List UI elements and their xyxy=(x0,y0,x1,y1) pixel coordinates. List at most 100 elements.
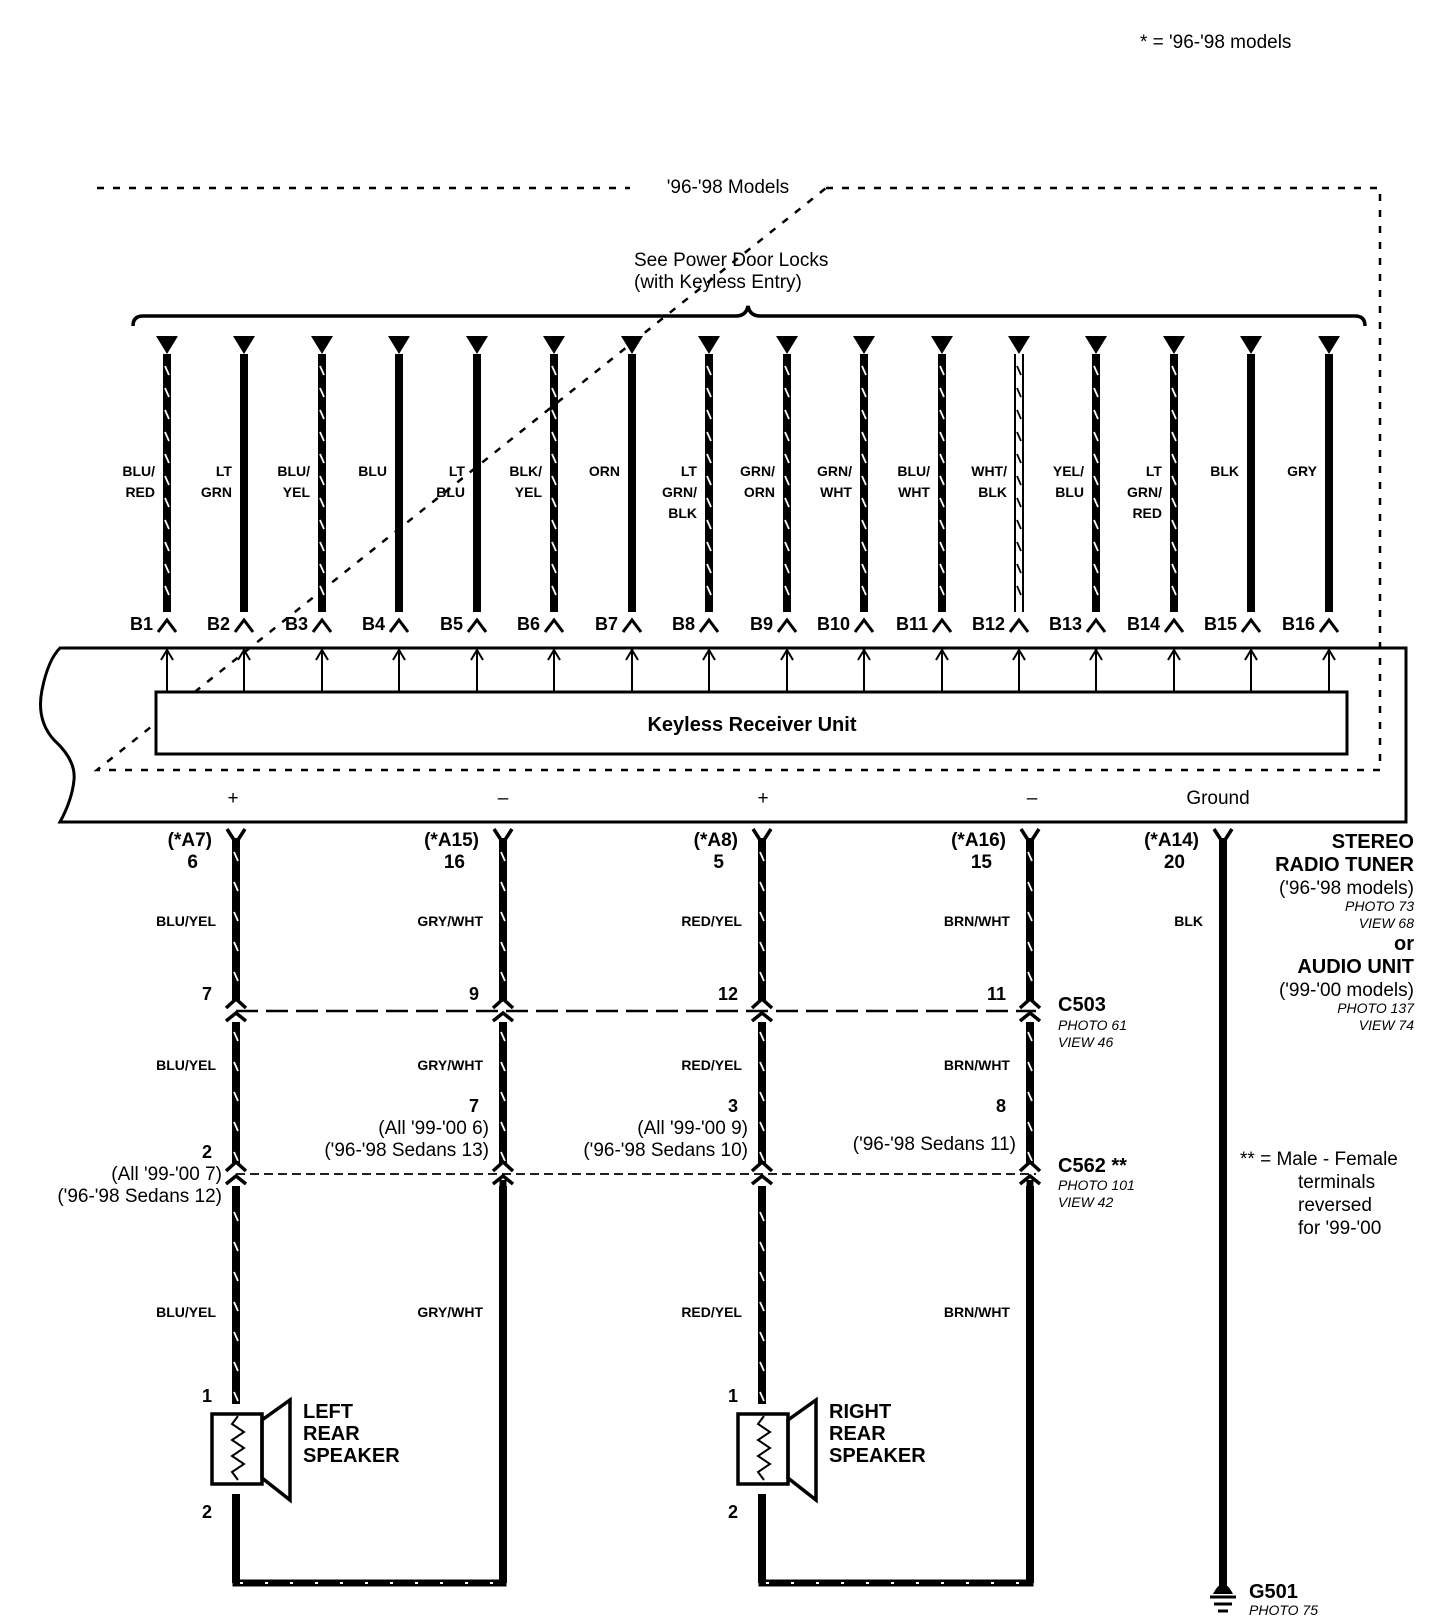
c562-note: (All '99-'00 6) xyxy=(378,1118,489,1139)
terminal-icon xyxy=(776,617,798,633)
wire-color-label: YEL/ xyxy=(1053,463,1084,479)
wire-stripe xyxy=(1171,497,1177,508)
wire-stripe xyxy=(233,971,239,982)
wire-stripe xyxy=(233,881,239,892)
legend-note: * = '96-'98 models xyxy=(1140,32,1291,53)
wire-stripe xyxy=(500,911,506,922)
terminal-icon xyxy=(1318,617,1340,633)
wire-color-label: BLU/YEL xyxy=(156,913,216,929)
wire-stripe xyxy=(164,585,170,596)
pin-label: B2 xyxy=(207,614,230,634)
wire-stripe xyxy=(1016,387,1022,398)
wire-stripe xyxy=(319,519,325,530)
signal-arrow-icon xyxy=(780,648,794,661)
top-pin: 20 xyxy=(1164,852,1185,873)
wire-color-label: RED xyxy=(1132,505,1162,521)
left-speaker-cone xyxy=(260,1396,292,1504)
wire-color-label: GRY/WHT xyxy=(417,913,483,929)
wire-stripe xyxy=(706,563,712,574)
pin-label: B3 xyxy=(285,614,308,634)
wire-stripe xyxy=(233,1151,239,1162)
signal-arrow-icon xyxy=(237,648,251,661)
top-pin: 6 xyxy=(187,852,198,873)
terminal-icon xyxy=(156,617,178,633)
ground-bulb xyxy=(1213,1584,1233,1594)
wire-stripe xyxy=(1171,387,1177,398)
wire-arrow-icon xyxy=(466,336,488,354)
terminal-icon xyxy=(1085,617,1107,633)
wire-stripe xyxy=(759,1151,765,1162)
terminal-icon xyxy=(1008,617,1030,633)
connector-icon xyxy=(224,1173,248,1186)
connector-icon xyxy=(1018,996,1042,1010)
polarity-1: + xyxy=(227,788,238,809)
wire-stripe xyxy=(500,881,506,892)
terminal-icon xyxy=(853,617,875,633)
connector-icon xyxy=(750,996,774,1010)
terminal-icon xyxy=(1240,617,1262,633)
mf-note-4: for '99-'00 xyxy=(1298,1218,1381,1239)
wire-stripe xyxy=(759,1211,765,1222)
top-pin-alt: (*A7) xyxy=(168,830,212,851)
wire-stripe xyxy=(164,475,170,486)
pin-label: B7 xyxy=(595,614,618,634)
wire-stripe xyxy=(706,519,712,530)
wire-stripe xyxy=(759,1091,765,1102)
pin-label: B6 xyxy=(517,614,540,634)
wire-stripe xyxy=(1016,563,1022,574)
stereo-models: ('96-'98 models) xyxy=(1279,878,1414,899)
wire-stripe xyxy=(1093,497,1099,508)
wire-stripe xyxy=(784,585,790,596)
pin-label: B13 xyxy=(1049,614,1082,634)
polarity-2: – xyxy=(498,788,509,809)
wire-color-label: BLK/ xyxy=(509,463,542,479)
pin-label: B8 xyxy=(672,614,695,634)
wire-color-label: BRN/WHT xyxy=(944,1057,1011,1073)
pin-label: B14 xyxy=(1127,614,1160,634)
connector-icon xyxy=(491,1159,515,1173)
wire-stripe xyxy=(164,497,170,508)
wire-stripe xyxy=(759,1301,765,1312)
receiver-housing xyxy=(39,646,1408,824)
wire-arrow-icon xyxy=(388,336,410,354)
wire-stripe xyxy=(1027,1061,1033,1072)
wire-stripe xyxy=(861,563,867,574)
wire-stripe xyxy=(1093,541,1099,552)
wire-stripe xyxy=(759,911,765,922)
signal-arrow-icon xyxy=(1089,648,1103,661)
top-pin-alt: (*A8) xyxy=(694,830,738,851)
audio-unit-view: VIEW 74 xyxy=(1359,1017,1414,1033)
wire-stripe xyxy=(939,387,945,398)
stereo-or: or xyxy=(1394,933,1414,955)
mf-note-1: ** = Male - Female xyxy=(1240,1149,1398,1170)
wire-stripe xyxy=(784,387,790,398)
wire-stripe xyxy=(706,497,712,508)
wire-color-label: GRN/ xyxy=(740,463,775,479)
stereo-title-2: RADIO TUNER xyxy=(1275,854,1414,876)
wire-arrow-icon xyxy=(621,336,643,354)
wire-stripe xyxy=(164,519,170,530)
wire-color-label: GRN/ xyxy=(817,463,852,479)
wire-arrow-icon xyxy=(776,336,798,354)
connector-icon xyxy=(1018,1010,1042,1023)
wire-color-label: BRN/WHT xyxy=(944,1304,1011,1320)
wire-stripe xyxy=(861,497,867,508)
c562-note: (All '99-'00 9) xyxy=(637,1118,748,1139)
audio-unit-title: AUDIO UNIT xyxy=(1297,956,1414,978)
wire-stripe xyxy=(233,851,239,862)
wire-stripe xyxy=(939,541,945,552)
wire-stripe xyxy=(551,409,557,420)
wire-color-label: BLU/ xyxy=(277,463,310,479)
wire-stripe xyxy=(1027,971,1033,982)
wire-stripe xyxy=(1171,585,1177,596)
wire-stripe xyxy=(1027,1091,1033,1102)
wire-stripe xyxy=(706,387,712,398)
c562-note: ('96-'98 Sedans 13) xyxy=(324,1140,489,1161)
